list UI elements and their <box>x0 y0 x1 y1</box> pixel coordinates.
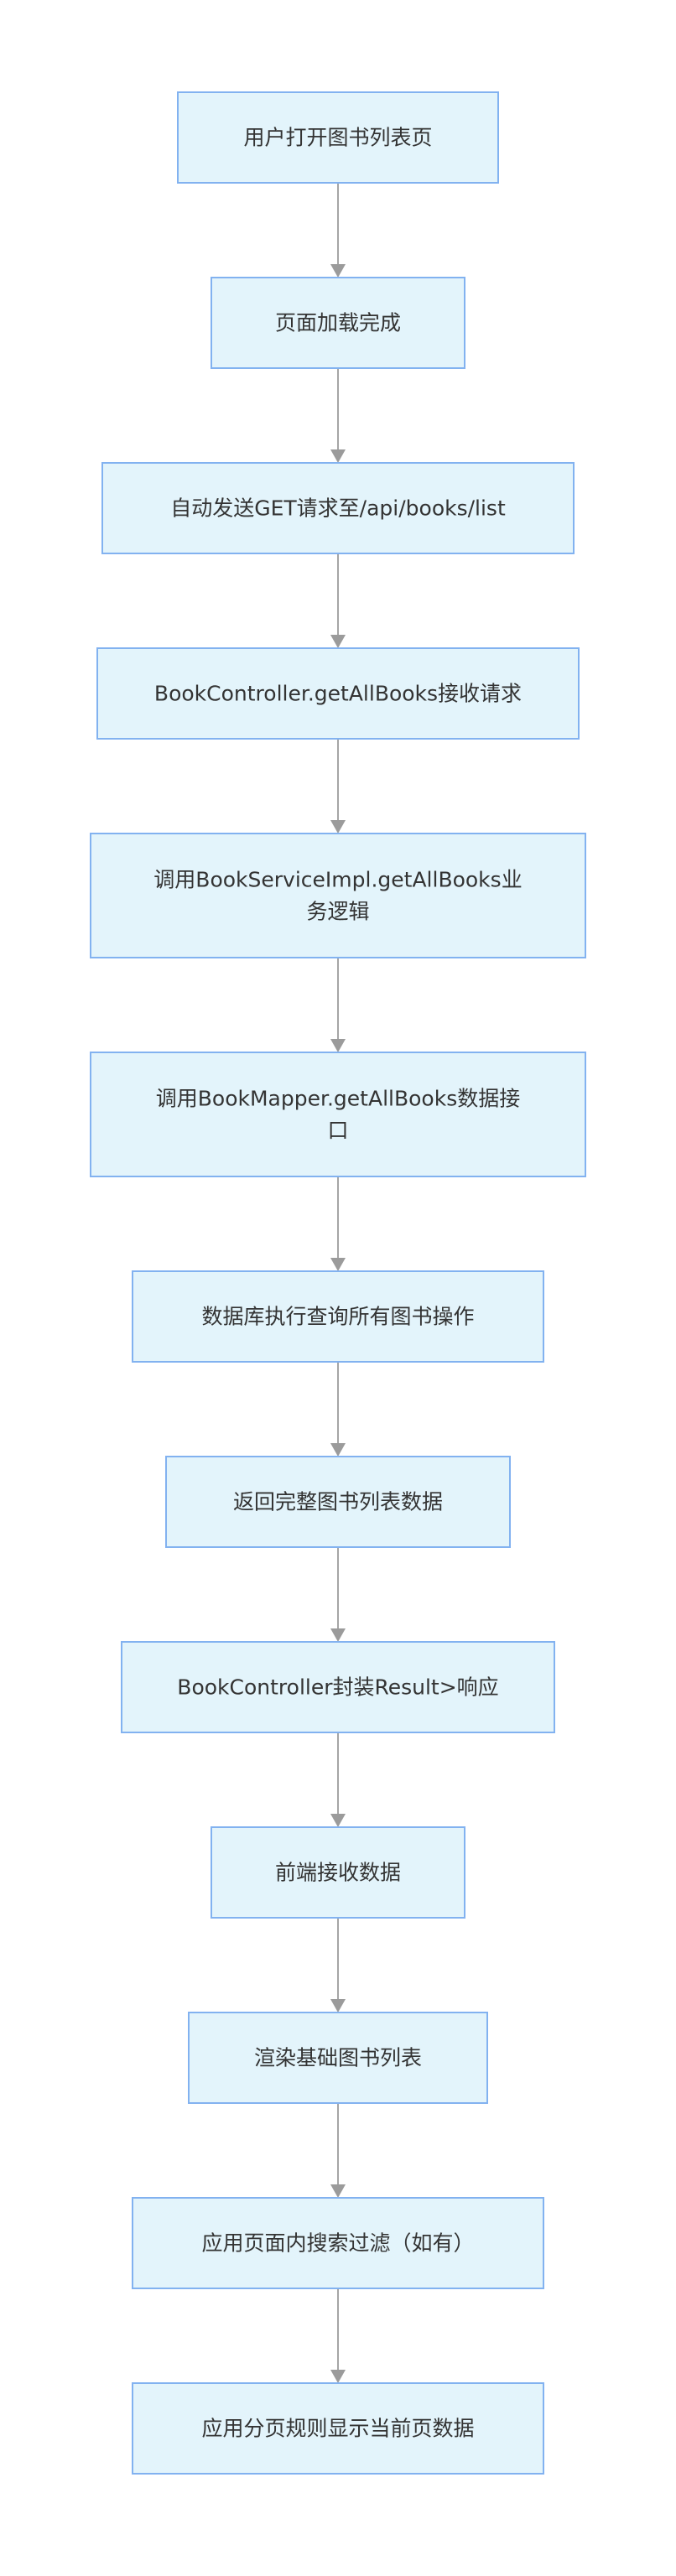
arrowhead <box>330 1258 346 1271</box>
edge-n10-n11 <box>330 1918 346 2012</box>
node-label: 数据库执行查询所有图书操作 <box>201 1305 474 1329</box>
node-label: 应用页面内搜索过滤（如有） <box>201 2231 474 2256</box>
node-box <box>132 2382 544 2475</box>
flow-node-8: 返回完整图书列表数据 <box>165 1456 511 1548</box>
edge-n6-n7 <box>330 1176 346 1271</box>
node-label: 务逻辑 <box>306 900 369 924</box>
flow-node-10: 前端接收数据 <box>211 1826 465 1919</box>
edge-n7-n8 <box>330 1362 346 1457</box>
flow-node-3: 自动发送GET请求至/api/books/list <box>101 462 575 554</box>
node-label: 用户打开图书列表页 <box>243 126 432 150</box>
arrowhead <box>330 1999 346 2012</box>
edge-n4-n5 <box>330 739 346 834</box>
flow-node-9: BookController封装Result>响应 <box>121 1641 555 1733</box>
arrowhead <box>330 1443 346 1457</box>
node-box <box>132 2197 544 2289</box>
flow-node-7: 数据库执行查询所有图书操作 <box>132 1270 544 1363</box>
node-box <box>211 1826 465 1919</box>
edge-n8-n9 <box>330 1547 346 1642</box>
node-box <box>121 1641 555 1733</box>
node-box <box>165 1456 511 1548</box>
flow-node-11: 渲染基础图书列表 <box>188 2012 488 2104</box>
node-box <box>132 1270 544 1363</box>
node-label: 调用BookMapper.getAllBooks数据接 <box>156 1087 520 1111</box>
arrowhead <box>330 2370 346 2383</box>
node-label: 返回完整图书列表数据 <box>233 1490 443 1514</box>
arrowhead <box>330 449 346 463</box>
flow-node-12: 应用页面内搜索过滤（如有） <box>132 2197 544 2289</box>
node-box <box>211 277 465 369</box>
node-box <box>90 833 586 958</box>
flow-node-13: 应用分页规则显示当前页数据 <box>132 2382 544 2475</box>
node-label: 前端接收数据 <box>275 1861 401 1885</box>
arrowhead <box>330 2184 346 2198</box>
edge-n9-n10 <box>330 1732 346 1827</box>
edge-n11-n12 <box>330 2103 346 2198</box>
node-label: 应用分页规则显示当前页数据 <box>201 2417 474 2441</box>
arrowhead <box>330 820 346 834</box>
edge-n2-n3 <box>330 368 346 463</box>
node-box <box>90 1052 586 1177</box>
node-box <box>96 647 580 740</box>
node-label: BookController.getAllBooks接收请求 <box>154 682 522 706</box>
node-label: 页面加载完成 <box>275 311 401 335</box>
arrowhead <box>330 1039 346 1052</box>
node-box <box>101 462 575 554</box>
node-box <box>188 2012 488 2104</box>
node-label: 渲染基础图书列表 <box>254 2046 422 2070</box>
node-label: 调用BookServiceImpl.getAllBooks业 <box>153 868 522 892</box>
node-box <box>177 91 499 184</box>
node-label: 口 <box>327 1119 348 1143</box>
edge-n12-n13 <box>330 2288 346 2383</box>
edge-n5-n6 <box>330 958 346 1052</box>
flow-node-4: BookController.getAllBooks接收请求 <box>96 647 580 740</box>
flow-node-1: 用户打开图书列表页 <box>177 91 499 184</box>
node-label: BookController封装Result>响应 <box>177 1675 498 1700</box>
edge-n3-n4 <box>330 553 346 648</box>
flow-node-2: 页面加载完成 <box>211 277 465 369</box>
edge-n1-n2 <box>330 183 346 278</box>
arrowhead <box>330 635 346 648</box>
arrowhead <box>330 1814 346 1827</box>
arrowhead <box>330 264 346 278</box>
node-label: 自动发送GET请求至/api/books/list <box>170 496 506 521</box>
arrowhead <box>330 1628 346 1642</box>
